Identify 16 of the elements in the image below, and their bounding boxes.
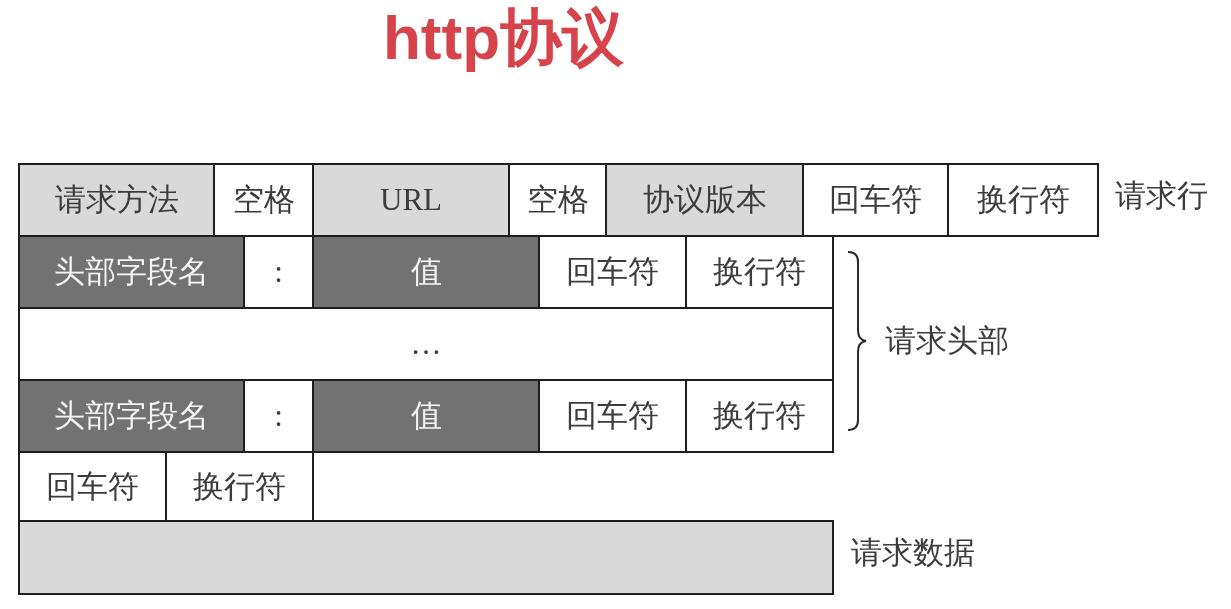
request-body-bar — [18, 520, 834, 595]
header-name-cell: 头部字段名 — [18, 235, 245, 309]
version-cell: 协议版本 — [605, 163, 804, 237]
url-cell: URL — [312, 163, 510, 237]
header-value-cell: 值 — [312, 235, 540, 309]
ellipsis-row: … — [18, 307, 834, 381]
section-label: 请求行 — [1115, 177, 1208, 215]
method-cell: 请求方法 — [18, 163, 215, 237]
line-feed-cell: 换行符 — [685, 379, 834, 453]
section-label: 请求数据 — [851, 534, 975, 572]
carriage-return-cell: 回车符 — [802, 163, 949, 237]
section-label: 请求头部 — [885, 322, 1009, 360]
line-feed-cell: 换行符 — [947, 163, 1099, 237]
header-value-cell: 值 — [312, 379, 540, 453]
title: http协议 — [383, 2, 625, 74]
header-name-cell: 头部字段名 — [18, 379, 245, 453]
